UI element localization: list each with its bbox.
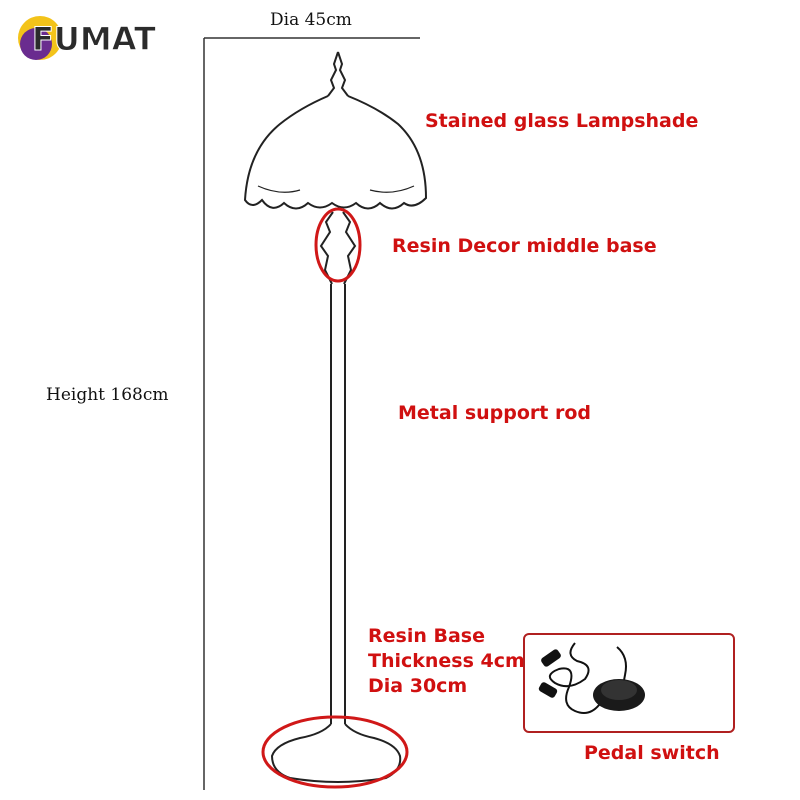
diameter-label: Dia 45cm <box>270 10 352 30</box>
middle-base-label: Resin Decor middle base <box>392 235 657 257</box>
diameter-word: Dia <box>270 10 300 30</box>
logo-text: FUMAT <box>32 20 156 58</box>
rod-label: Metal support rod <box>398 402 592 424</box>
diameter-value: 45cm <box>304 10 352 30</box>
base-outline <box>270 723 402 783</box>
base-label-line-1: Resin Base <box>368 625 485 647</box>
pedal-switch-box <box>523 633 735 733</box>
pedal-switch-image <box>538 642 645 714</box>
base-label-line-3: Dia 30cm <box>368 675 468 697</box>
brand-logo: FUMAT <box>18 16 156 60</box>
lampshade-label: Stained glass Lampshade <box>425 110 699 132</box>
middle-decor-shape <box>319 211 357 285</box>
height-word: Height <box>46 385 105 405</box>
pedal-switch-label: Pedal switch <box>584 742 720 764</box>
height-label: Height 168cm <box>46 385 169 405</box>
pedal-top <box>601 680 637 700</box>
base-label: Resin Base Thickness 4cm Dia 30cm <box>368 624 525 699</box>
lamp-finial <box>327 51 349 97</box>
base-label-line-2: Thickness 4cm <box>368 650 525 672</box>
base-highlight <box>261 715 409 789</box>
height-value: 168cm <box>110 385 169 405</box>
socket <box>538 682 558 698</box>
logo-swoosh-purple <box>20 28 52 60</box>
lampshade-outline <box>243 95 428 210</box>
lampshade-rim <box>257 185 415 193</box>
plug <box>541 649 561 667</box>
middle-base-highlight <box>314 207 362 283</box>
